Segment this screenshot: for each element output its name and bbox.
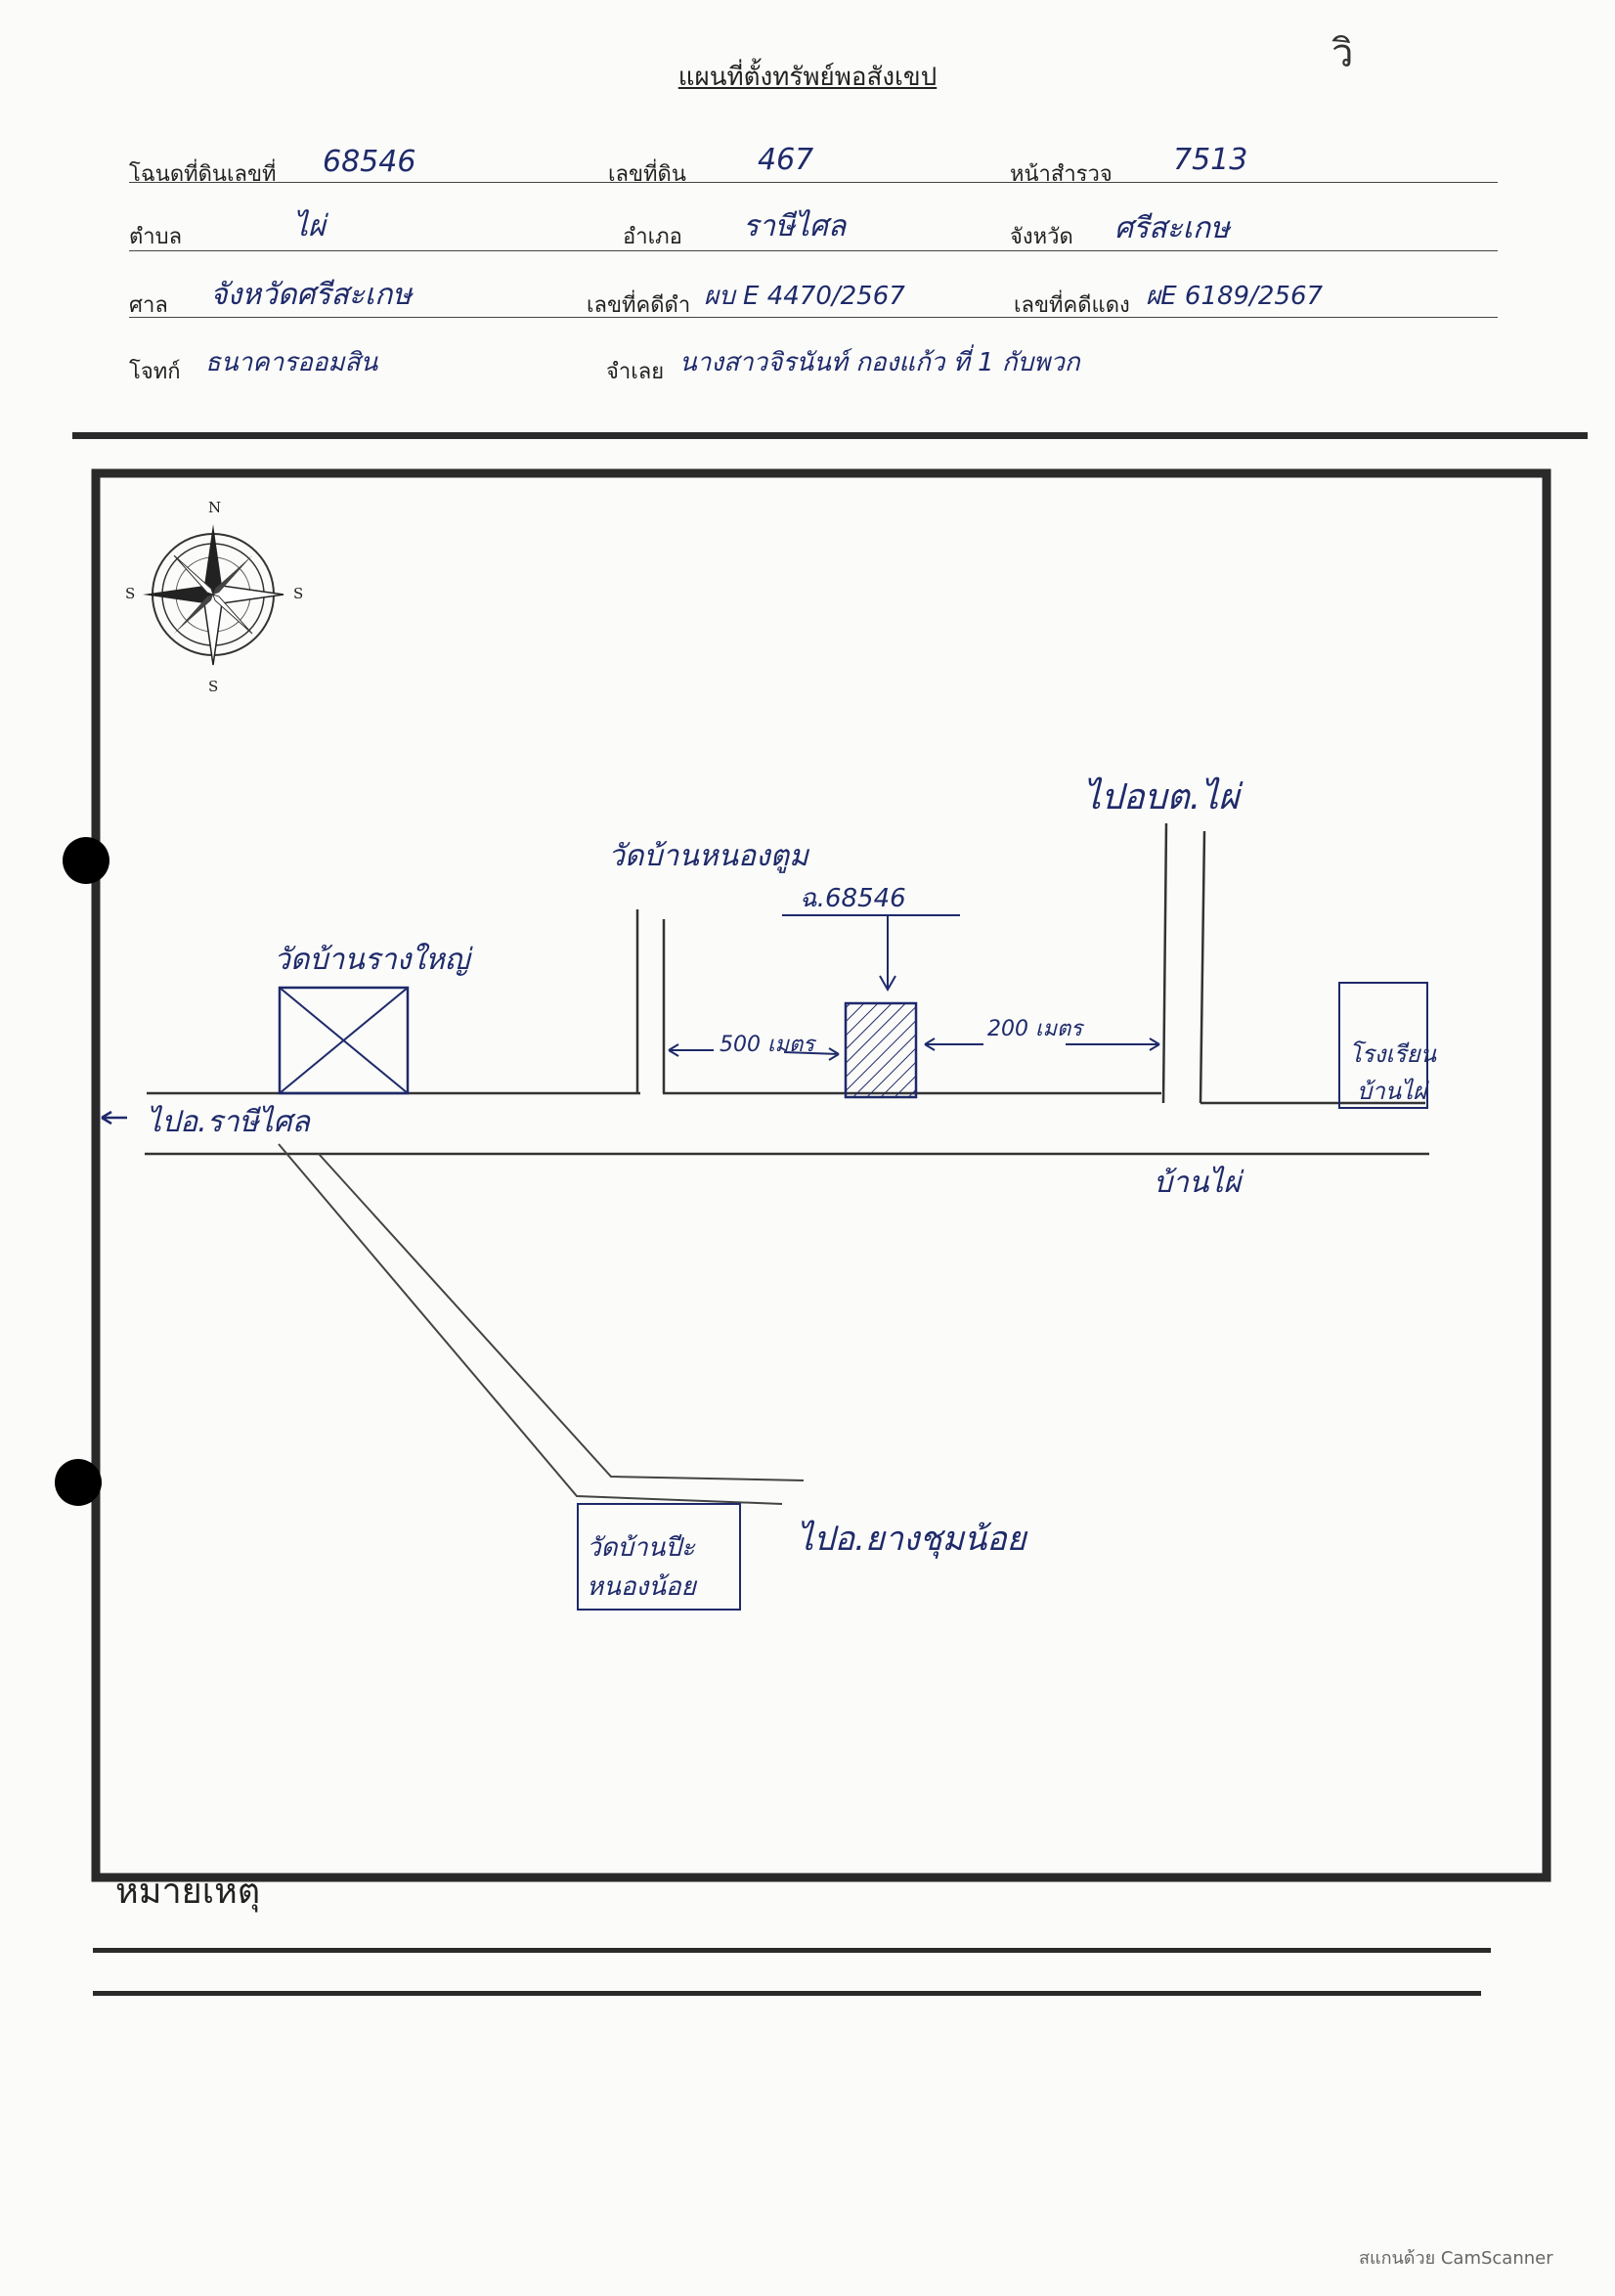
land-no-value: 467 (758, 143, 814, 177)
parcel-68546 (844, 1001, 918, 1099)
compass-s: S (208, 678, 219, 695)
corner-mark: วิ (1331, 31, 1354, 76)
plaintiff-label: โจทก์ (129, 360, 181, 384)
wat-rang-yai-label: วัดบ้านรางใหญ่ (274, 943, 470, 977)
distance-right: 200 เมตร (987, 1017, 1083, 1041)
school-label-line1: โรงเรียน (1349, 1040, 1437, 1068)
wat-pi-label-line1: วัดบ้านปีะ (587, 1533, 695, 1563)
defendant-value: นางสาวจิรนันท์ กองแก้ว ที่ 1 กับพวก (679, 348, 1080, 377)
survey-page-value: 7513 (1173, 143, 1248, 177)
to-rasi-salai-label: ไปอ.ราษีไศล (147, 1105, 310, 1139)
province-value: ศรีสะเกษ (1114, 211, 1230, 245)
deed-value: 68546 (323, 145, 416, 179)
row2-underline (129, 250, 1498, 251)
subdistrict-value: ไผ่ (293, 209, 326, 243)
black-case-label: เลขที่คดีดำ (587, 293, 691, 318)
page-title: แผนที่ตั้งทรัพย์พอสังเขป (677, 63, 938, 92)
row3-underline (129, 317, 1498, 318)
header-separator (72, 432, 1588, 439)
wat-nong-tum-label: วัดบ้านหนองตูม (608, 839, 808, 873)
defendant-label: จำเลย (606, 360, 665, 384)
wat-rang-yai-marker (278, 986, 410, 1095)
map-frame (91, 468, 1551, 1882)
to-obt-pai-label: ไปอบต.ไผ่ (1083, 777, 1240, 817)
punch-hole-bottom (55, 1459, 102, 1506)
school-label-line2: บ้านไผ่ (1357, 1078, 1427, 1105)
row1-underline (129, 182, 1498, 183)
to-yang-chum-noi-label: ไปอ.ยางชุมน้อย (797, 1520, 1026, 1559)
ban-pai-label: บ้านไผ่ (1154, 1166, 1242, 1200)
compass-n: N (208, 499, 222, 516)
compass-e: S (293, 585, 304, 602)
province-label: จังหวัด (1010, 225, 1073, 249)
plaintiff-value: ธนาคารออมสิน (205, 348, 378, 377)
school-marker (1338, 982, 1428, 1109)
court-label: ศาล (129, 293, 168, 318)
black-case-value: ผบ E 4470/2567 (704, 282, 905, 311)
red-case-label: เลขที่คดีแดง (1014, 293, 1130, 318)
district-value: ราษีไศล (743, 209, 847, 243)
subdistrict-label: ตำบล (129, 225, 183, 249)
scanner-footer: สแกนด้วย CamScanner (1359, 2248, 1553, 2269)
punch-hole-top (63, 837, 109, 884)
compass-w: S (125, 585, 136, 602)
wat-pi-marker (577, 1503, 741, 1611)
remarks-label: หมายเหตุ (115, 1872, 261, 1912)
district-label: อำเภอ (623, 225, 682, 249)
distance-left: 500 เมตร (720, 1033, 815, 1057)
red-case-value: ผE 6189/2567 (1146, 282, 1324, 311)
court-value: จังหวัดศรีสะเกษ (210, 278, 413, 312)
wat-pi-label-line2: หนองน้อย (587, 1572, 696, 1602)
compass-icon (143, 524, 284, 666)
parcel-label: ฉ.68546 (800, 884, 906, 913)
